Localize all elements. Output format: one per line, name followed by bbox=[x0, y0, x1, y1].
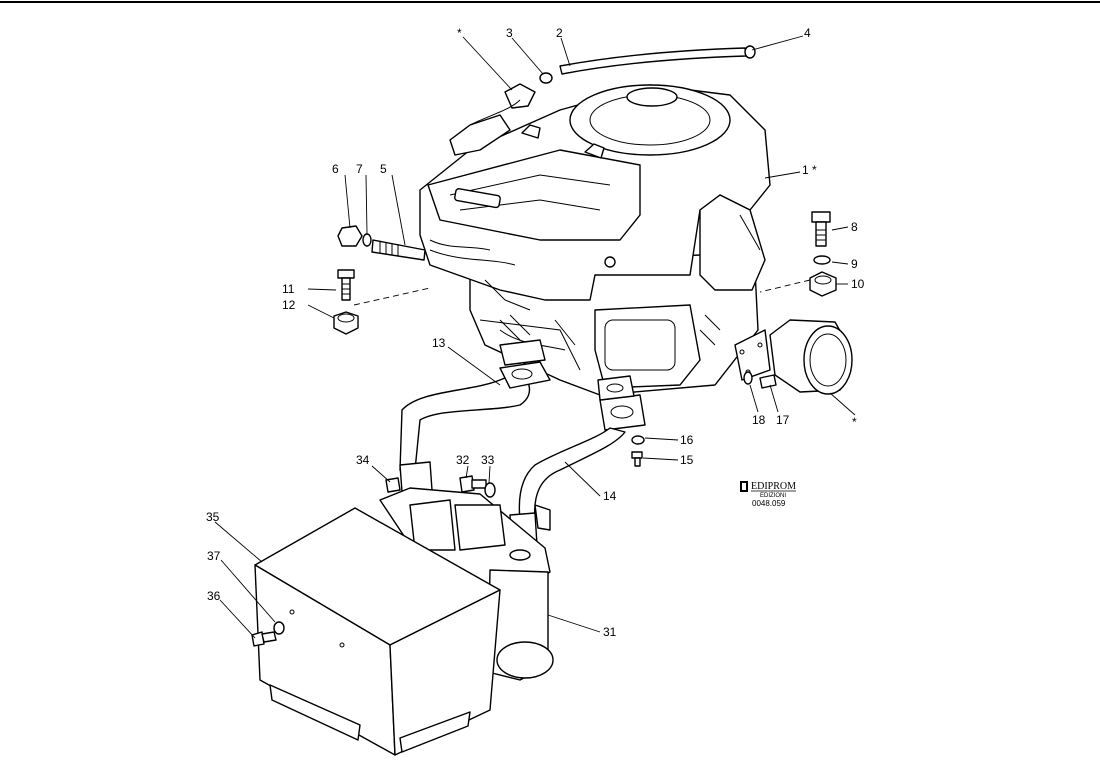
callout-15: 15 bbox=[680, 453, 694, 467]
callout-star-filter: * bbox=[852, 415, 857, 429]
callout-12: 12 bbox=[282, 298, 296, 312]
drawing-code: 0048.059 bbox=[752, 499, 786, 508]
callout-4: 4 bbox=[804, 26, 811, 40]
callout-8: 8 bbox=[851, 220, 858, 234]
callout-9: 9 bbox=[851, 257, 858, 271]
callout-2: 2 bbox=[556, 26, 563, 40]
exhaust-pipe-left bbox=[399, 339, 551, 493]
exhaust-pipe-right bbox=[509, 375, 646, 548]
callout-1: 1 * bbox=[802, 163, 817, 177]
callout-13: 13 bbox=[432, 336, 446, 350]
callout-5: 5 bbox=[380, 162, 387, 176]
ediprom-logo-brand: EDIPROM bbox=[751, 481, 796, 492]
callout-17: 17 bbox=[776, 413, 790, 427]
ediprom-logo: EDIPROM EDIZIONI 0048.059 bbox=[740, 481, 796, 508]
callout-31: 31 bbox=[603, 625, 617, 639]
oil-filter-group bbox=[734, 319, 853, 395]
callout-34: 34 bbox=[356, 453, 370, 467]
callout-14: 14 bbox=[603, 489, 617, 503]
engine-assembly bbox=[419, 84, 771, 396]
callout-labels: * 3 2 4 1 * 6 7 5 11 12 8 9 10 13 16 15 … bbox=[206, 26, 865, 639]
callout-33: 33 bbox=[481, 453, 495, 467]
callout-7: 7 bbox=[356, 162, 363, 176]
screw-washer-15-16 bbox=[631, 435, 645, 467]
callout-37: 37 bbox=[207, 549, 221, 563]
leader-lines bbox=[214, 35, 856, 639]
callout-11: 11 bbox=[282, 282, 295, 296]
bolt-nut-right bbox=[759, 211, 837, 297]
stud-nut-group bbox=[337, 225, 426, 261]
bolt-nut-left bbox=[333, 269, 431, 335]
muffler bbox=[379, 487, 554, 681]
callout-3: 3 bbox=[506, 26, 513, 40]
callout-16: 16 bbox=[680, 433, 694, 447]
screw-washer-36-37 bbox=[251, 621, 285, 647]
callout-36: 36 bbox=[207, 589, 221, 603]
callout-6: 6 bbox=[332, 162, 339, 176]
callout-35: 35 bbox=[206, 510, 220, 524]
callout-10: 10 bbox=[851, 277, 865, 291]
heat-shield bbox=[254, 507, 501, 756]
callout-32: 32 bbox=[456, 453, 470, 467]
fuel-line-group bbox=[469, 45, 756, 126]
ediprom-logo-sub: EDIZIONI bbox=[760, 493, 786, 499]
callout-18: 18 bbox=[752, 413, 766, 427]
callout-star-top: * bbox=[457, 26, 462, 40]
